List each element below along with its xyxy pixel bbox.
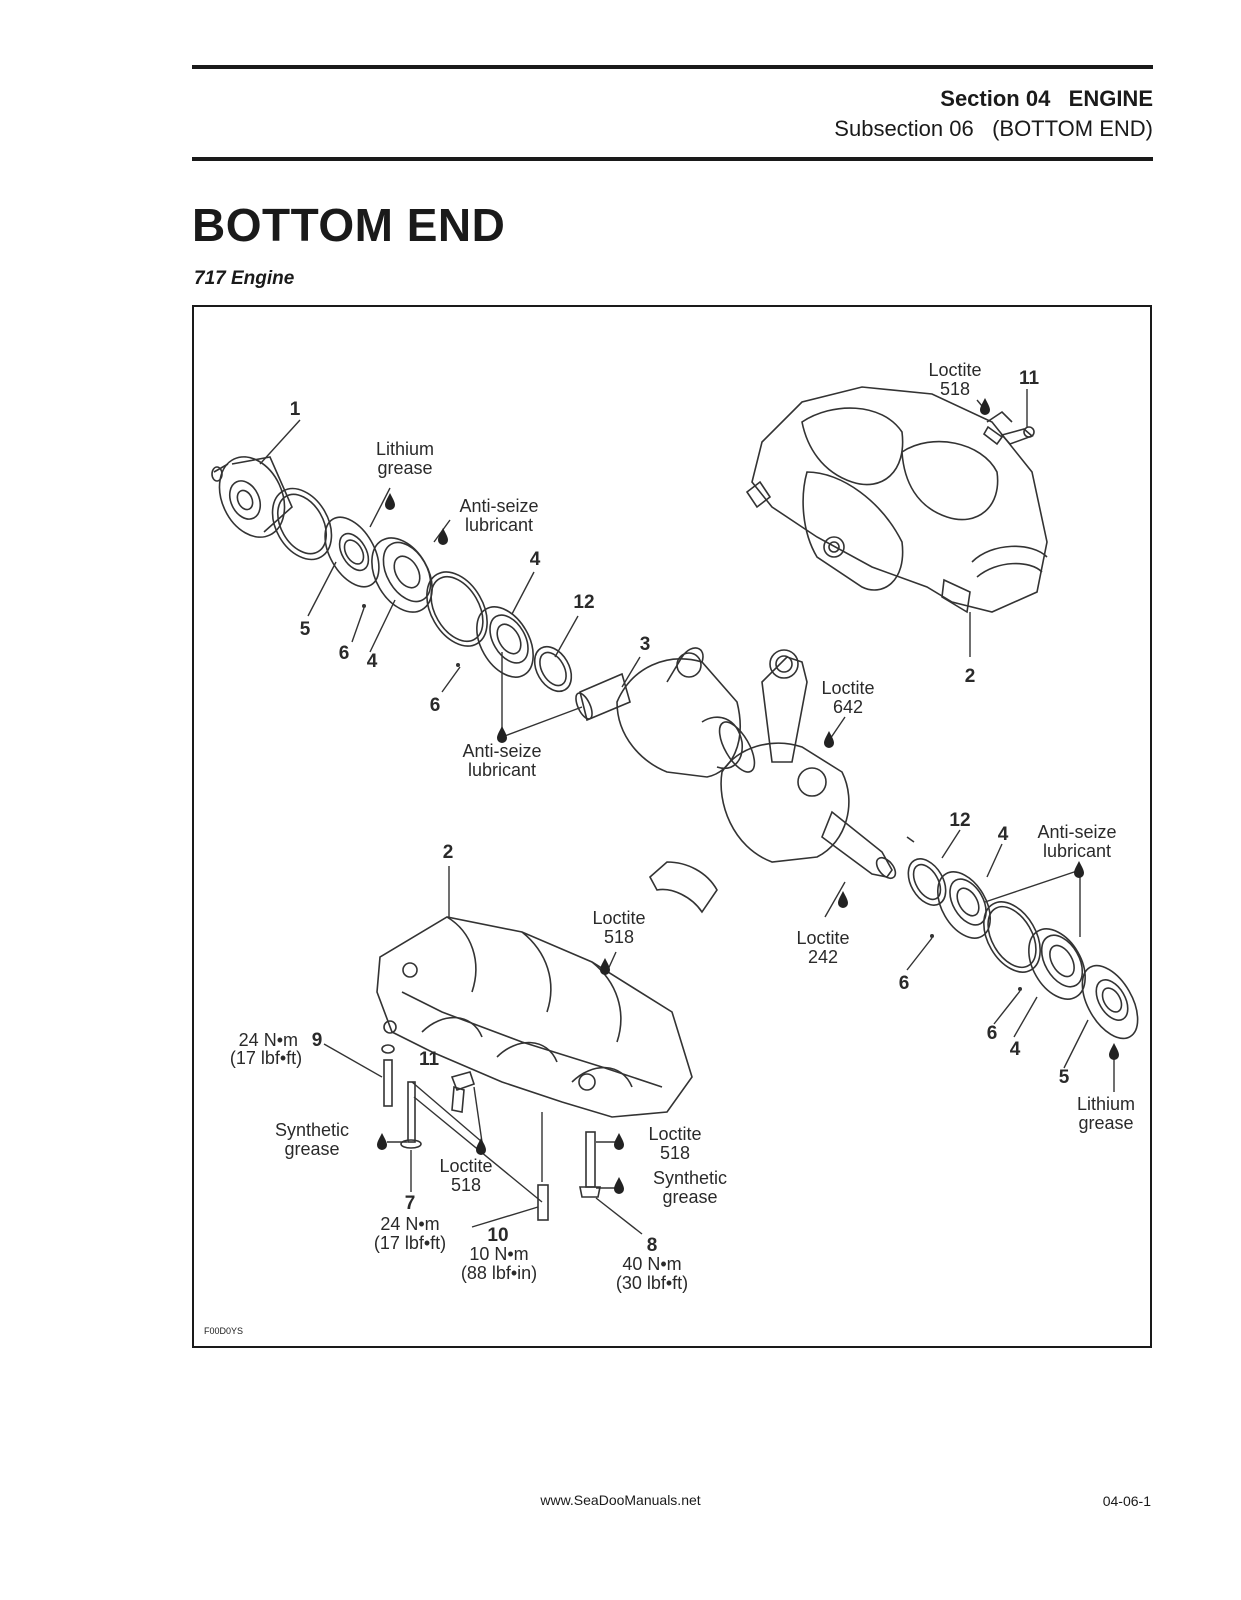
footer-url: www.SeaDooManuals.net — [540, 1492, 701, 1508]
fitting-top-drawing — [982, 425, 1035, 446]
label-anti-seize-mid-1: Anti-seize — [462, 741, 541, 761]
callout-4-right-b: 4 — [1010, 1039, 1021, 1060]
label-loctite-518-mid-2: 518 — [604, 927, 634, 947]
section-heading: Section 04 ENGINE — [940, 86, 1153, 111]
exploded-view-figure: Lithium grease Anti-seize lubricant Loct… — [192, 305, 1152, 1348]
left-seal-stack-drawing — [211, 456, 573, 693]
label-loctite-642-2: 642 — [833, 697, 863, 717]
callout-6-c: 6 — [899, 973, 910, 994]
engine-subtitle: 717 Engine — [194, 268, 295, 289]
callout-3: 3 — [640, 634, 651, 655]
callout-11-top: 11 — [1019, 368, 1040, 389]
callout-11-bottom: 11 — [419, 1049, 440, 1070]
label-lithium-grease-top-2: grease — [377, 458, 432, 478]
label-lithium-grease-bottom-1: Lithium — [1077, 1094, 1135, 1114]
label-loctite-642-1: Loctite — [821, 678, 874, 698]
subsection-heading: Subsection 06 (BOTTOM END) — [834, 116, 1153, 141]
leader-lines — [259, 389, 1115, 1235]
page-title: BOTTOM END — [192, 199, 506, 251]
label-lithium-grease-top-1: Lithium — [376, 439, 434, 459]
callout-2-bottom: 2 — [443, 842, 454, 863]
label-synthetic-grease-left-2: grease — [284, 1139, 339, 1159]
label-loctite-518-right-1: Loctite — [648, 1124, 701, 1144]
callout-4-top: 4 — [530, 549, 541, 570]
label-anti-seize-top-1: Anti-seize — [459, 496, 538, 516]
label-torque-7-1: 24 N•m — [380, 1214, 439, 1234]
label-synthetic-grease-right-2: grease — [662, 1187, 717, 1207]
part-callouts: 1 11 4 12 5 6 4 3 2 6 12 4 2 6 6 9 4 11 … — [290, 368, 1070, 1256]
label-torque-8-2: (30 lbf•ft) — [616, 1273, 688, 1293]
application-labels: Lithium grease Anti-seize lubricant Loct… — [230, 360, 1135, 1293]
upper-crankcase-drawing — [745, 386, 1048, 614]
label-anti-seize-top-2: lubricant — [465, 515, 533, 535]
callout-10: 10 — [487, 1225, 508, 1246]
right-seal-stack-drawing — [907, 858, 1139, 1040]
callout-5-bottom: 5 — [1059, 1067, 1070, 1088]
lower-crankcase-drawing — [376, 916, 693, 1118]
label-loctite-242-2: 242 — [808, 947, 838, 967]
callout-12-right: 12 — [949, 810, 970, 831]
exploded-view-diagram: Lithium grease Anti-seize lubricant Loct… — [211, 360, 1139, 1293]
label-torque-10-2: (88 lbf•in) — [461, 1263, 537, 1283]
label-anti-seize-right-1: Anti-seize — [1037, 822, 1116, 842]
label-torque-7-2: (17 lbf•ft) — [374, 1233, 446, 1253]
callout-6-b: 6 — [430, 695, 441, 716]
label-loctite-518-left-2: 518 — [451, 1175, 481, 1195]
label-torque-8-1: 40 N•m — [622, 1254, 681, 1274]
label-lithium-grease-bottom-2: grease — [1078, 1113, 1133, 1133]
callout-4-left: 4 — [367, 651, 378, 672]
callout-8: 8 — [647, 1235, 658, 1256]
header-rule-top — [192, 65, 1153, 69]
callout-9: 9 — [312, 1030, 323, 1051]
label-loctite-518-top-2: 518 — [940, 379, 970, 399]
label-synthetic-grease-left-1: Synthetic — [275, 1120, 349, 1140]
callout-7: 7 — [405, 1193, 416, 1214]
callout-6-d: 6 — [987, 1023, 998, 1044]
label-torque-9-1: 24 N•m — [239, 1030, 298, 1050]
callout-5-top: 5 — [300, 619, 311, 640]
callout-6-a: 6 — [339, 643, 350, 664]
page-number: 04-06-1 — [1102, 1493, 1151, 1509]
fitting-bottom-drawing — [450, 1071, 476, 1113]
label-anti-seize-right-2: lubricant — [1043, 841, 1111, 861]
label-torque-10-1: 10 N•m — [469, 1244, 528, 1264]
figure-code: F00D0YS — [204, 1326, 244, 1336]
label-synthetic-grease-right-1: Synthetic — [653, 1168, 727, 1188]
label-loctite-518-top-1: Loctite — [928, 360, 981, 380]
callout-2-top: 2 — [965, 666, 976, 687]
label-anti-seize-mid-2: lubricant — [468, 760, 536, 780]
callout-12-top: 12 — [573, 592, 594, 613]
label-loctite-518-mid-1: Loctite — [592, 908, 645, 928]
callout-4-right-a: 4 — [998, 824, 1009, 845]
crankshaft-drawing — [575, 647, 897, 880]
label-loctite-242-1: Loctite — [796, 928, 849, 948]
label-loctite-518-left-1: Loctite — [439, 1156, 492, 1176]
bearing-shell-drawing — [648, 861, 718, 914]
fasteners-drawing — [381, 1044, 601, 1221]
label-torque-9-2: (17 lbf•ft) — [230, 1048, 302, 1068]
label-loctite-518-right-2: 518 — [660, 1143, 690, 1163]
callout-1: 1 — [290, 399, 301, 420]
header-rule-bottom — [192, 157, 1153, 161]
